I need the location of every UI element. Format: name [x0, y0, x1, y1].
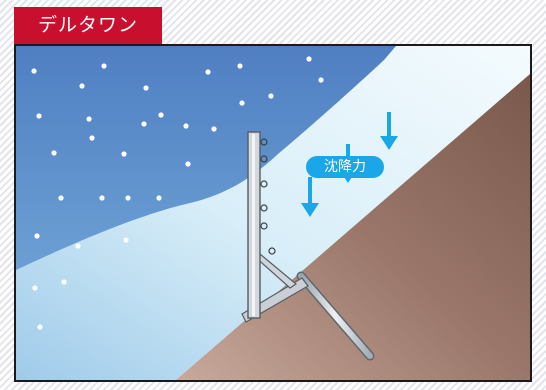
post-rings: [260, 138, 276, 255]
settling-force-label: 沈降力: [306, 156, 384, 178]
down-arrow-icon: [380, 112, 398, 150]
settling-force-text: 沈降力: [324, 159, 366, 175]
snowflakes: [31, 56, 324, 330]
product-name: デルタワン: [38, 14, 139, 36]
diagram-scene: 沈降力: [14, 44, 532, 382]
down-arrow-icon: [301, 177, 319, 217]
product-name-tab: デルタワン: [14, 7, 162, 44]
fence-post-highlight: [252, 134, 255, 316]
diagram-svg: [16, 46, 530, 380]
anchor-pipe: [298, 273, 373, 359]
